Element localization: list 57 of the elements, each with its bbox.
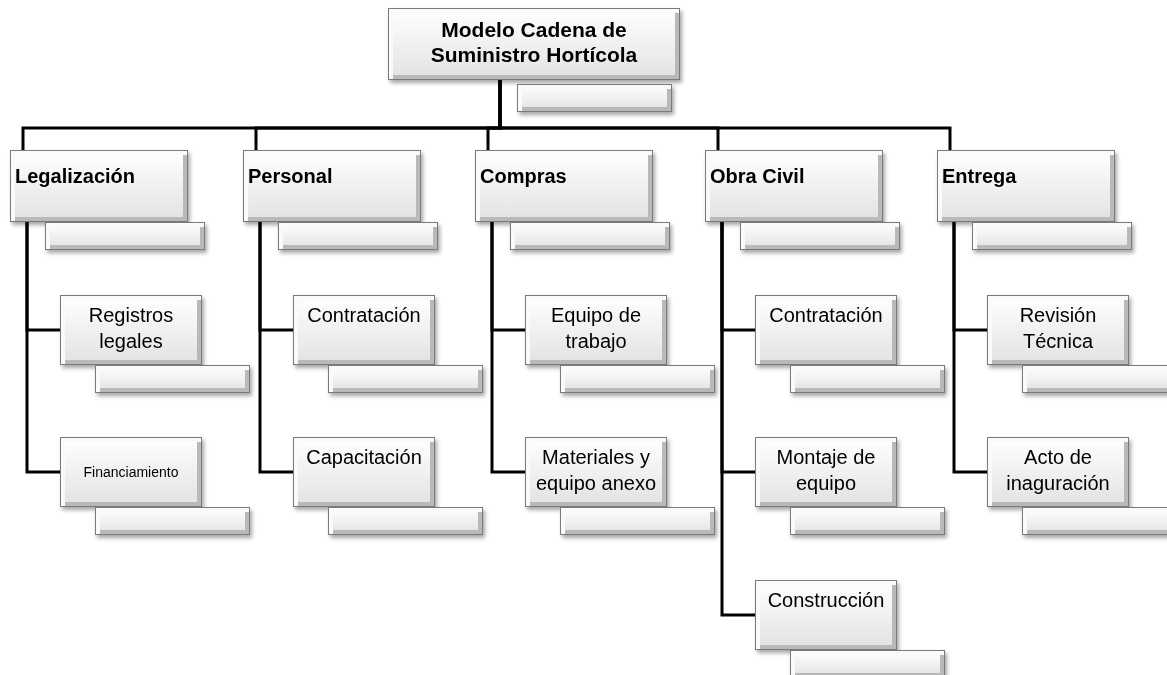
empty-box xyxy=(560,365,715,393)
empty-box xyxy=(45,222,205,250)
node-label: Registros legales xyxy=(87,303,175,354)
node-label: Obra Civil xyxy=(710,165,805,188)
task-box xyxy=(755,295,897,365)
empty-box xyxy=(95,507,250,535)
task-box xyxy=(987,295,1129,365)
empty-box xyxy=(790,650,945,675)
empty-box xyxy=(790,507,945,535)
task-box xyxy=(987,437,1129,507)
node-label: Revisión Técnica xyxy=(1018,303,1098,354)
title-box xyxy=(388,8,680,80)
node-label: Materiales y equipo anexo xyxy=(534,445,658,496)
connector-line xyxy=(490,222,525,474)
empty-box xyxy=(1022,507,1167,535)
empty-box xyxy=(790,365,945,393)
task-box xyxy=(60,437,202,507)
node-label: Construcción xyxy=(767,588,885,613)
empty-box xyxy=(560,507,715,535)
task-box xyxy=(755,580,897,650)
empty-box xyxy=(95,365,250,393)
empty-box xyxy=(972,222,1132,250)
node-label: Compras xyxy=(480,165,567,188)
empty-box xyxy=(517,84,672,112)
task-box xyxy=(525,437,667,507)
node-label: Contratación xyxy=(307,303,421,328)
node-label: Contratación xyxy=(769,303,883,328)
task-box xyxy=(293,437,435,507)
connector-line xyxy=(498,80,952,150)
node-label: Modelo Cadena de Suministro Hortícola xyxy=(429,17,639,67)
node-label: Entrega xyxy=(942,165,1017,188)
category-box xyxy=(243,150,421,222)
category-box xyxy=(475,150,653,222)
empty-box xyxy=(328,507,483,535)
node-label: Montaje de equipo xyxy=(775,445,877,496)
node-label: Equipo de trabajo xyxy=(549,303,643,354)
node-label: Legalización xyxy=(15,165,136,188)
node-label: Capacitación xyxy=(306,445,422,470)
connector-line xyxy=(720,222,755,617)
empty-box xyxy=(740,222,900,250)
connector-line xyxy=(952,222,987,474)
empty-box xyxy=(278,222,438,250)
category-box xyxy=(705,150,883,222)
category-box xyxy=(10,150,188,222)
task-box xyxy=(60,295,202,365)
task-box xyxy=(525,295,667,365)
empty-box xyxy=(510,222,670,250)
empty-box xyxy=(1022,365,1167,393)
task-box xyxy=(293,295,435,365)
node-label: Financiamiento xyxy=(83,463,179,482)
empty-box xyxy=(328,365,483,393)
node-label: Personal xyxy=(248,165,333,188)
node-label: Acto de inaguración xyxy=(1005,445,1111,496)
connector-line xyxy=(25,222,60,474)
connector-line xyxy=(258,222,293,474)
task-box xyxy=(755,437,897,507)
category-box xyxy=(937,150,1115,222)
